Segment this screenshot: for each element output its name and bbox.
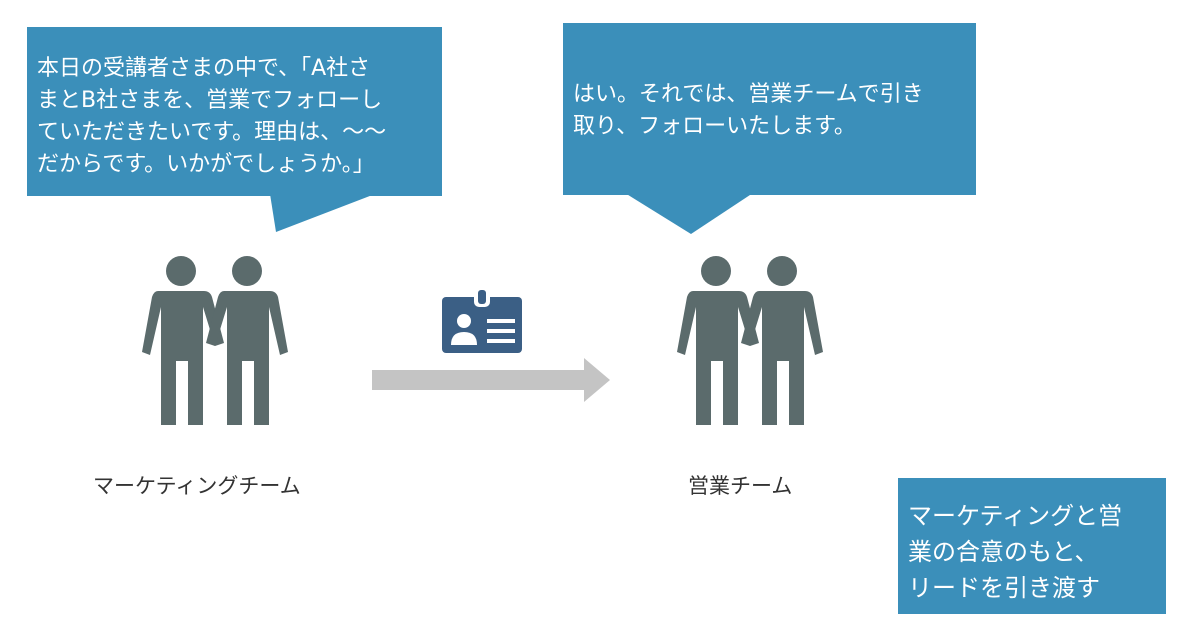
handoff-arrow-icon — [372, 358, 610, 402]
summary-text: マーケティングと営 業の合意のもと、 リードを引き渡す — [908, 502, 1123, 602]
sales-speech-bubble: はい。それでは、営業チームで引き 取り、フォローいたします。 — [563, 23, 976, 195]
marketing-quote-text: 本日の受講者さまの中で、「A社さ まとB社さまを、営業でフォローし ていただきた… — [37, 56, 387, 177]
summary-box: マーケティングと営 業の合意のもと、 リードを引き渡す — [898, 478, 1166, 614]
marketing-team-people-icon — [142, 256, 288, 425]
sales-team-people-icon — [677, 256, 823, 425]
marketing-team-label: マーケティングチーム — [93, 474, 301, 498]
marketing-speech-bubble: 本日の受講者さまの中で、「A社さ まとB社さまを、営業でフォローし ていただきた… — [27, 27, 442, 196]
id-card-icon — [442, 287, 522, 353]
sales-team-label: 営業チーム — [688, 474, 793, 498]
sales-reply-text: はい。それでは、営業チームで引き 取り、フォローいたします。 — [573, 82, 924, 139]
sales-bubble-tail — [625, 193, 753, 234]
marketing-bubble-tail — [270, 194, 375, 232]
